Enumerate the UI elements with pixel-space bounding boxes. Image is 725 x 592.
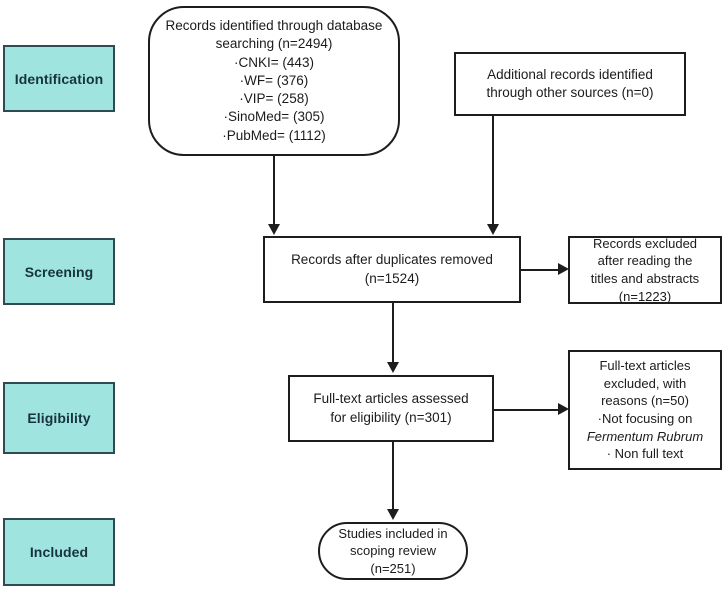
arrowhead-duplicates-to-fulltext xyxy=(387,362,399,373)
box-fulltext-assessed: Full-text articles assessed for eligibil… xyxy=(288,375,494,442)
arrowhead-database-to-duplicates xyxy=(268,224,280,235)
box-additional-records: Additional records identified through ot… xyxy=(454,52,686,116)
stage-label-screening: Screening xyxy=(3,238,115,305)
records-excluded-line1: Records excluded xyxy=(592,235,698,251)
database-records-line1: Records identified through database xyxy=(165,18,383,34)
connector-fulltext-to-included xyxy=(392,442,394,510)
database-records-wf: ·WF= (376) xyxy=(239,72,309,88)
additional-records-line2: through other sources (n=0) xyxy=(486,85,654,100)
box-fulltext-excluded: Full-text articles excluded, with reason… xyxy=(568,350,722,470)
connector-additional-to-duplicates xyxy=(492,116,494,226)
box-database-records: Records identified through database sear… xyxy=(148,6,400,156)
database-records-cnki: ·CNKI= (443) xyxy=(234,54,314,70)
stage-label-included-text: Included xyxy=(29,544,89,560)
stage-label-identification-text: Identification xyxy=(14,70,104,87)
arrowhead-fulltext-to-included xyxy=(387,509,399,520)
fulltext-excluded-line1: Full-text articles xyxy=(599,358,691,374)
additional-records-line1: Additional records identified xyxy=(487,66,653,82)
stage-label-eligibility-text: Eligibility xyxy=(27,410,91,426)
fulltext-excluded-reason2: · Non full text xyxy=(606,446,684,462)
fulltext-excluded-line3: reasons (n=50) xyxy=(601,393,689,409)
database-records-line2: searching (n=2494) xyxy=(215,36,333,52)
duplicates-removed-line2: (n=1524) xyxy=(364,270,420,286)
stage-label-screening-text: Screening xyxy=(24,263,94,280)
connector-duplicates-to-excluded xyxy=(521,269,561,271)
database-records-vip: ·VIP= (258) xyxy=(239,91,309,107)
fulltext-assessed-line2: for eligibility (n=301) xyxy=(330,409,452,425)
duplicates-removed-line1: Records after duplicates removed xyxy=(291,252,493,268)
studies-included-line2: scoping review xyxy=(350,543,436,559)
records-excluded-line3: titles and abstracts xyxy=(590,271,700,286)
studies-included-line1: Studies included in xyxy=(338,525,448,541)
studies-included-line3: (n=251) xyxy=(370,560,416,576)
fulltext-excluded-species-name: Fermentum Rubrum xyxy=(586,428,704,444)
database-records-pubmed: ·PubMed= (1112) xyxy=(222,127,326,143)
arrowhead-duplicates-to-excluded xyxy=(558,263,569,275)
fulltext-assessed-line1: Full-text articles assessed xyxy=(313,391,469,407)
box-duplicates-removed: Records after duplicates removed (n=1524… xyxy=(263,236,521,303)
box-records-excluded: Records excluded after reading the title… xyxy=(568,236,722,304)
connector-fulltext-to-excluded xyxy=(494,409,561,411)
connector-duplicates-to-fulltext xyxy=(392,303,394,363)
arrowhead-additional-to-duplicates xyxy=(487,224,499,235)
fulltext-excluded-reason1: ·Not focusing on xyxy=(597,411,693,426)
stage-label-included: Included xyxy=(3,518,115,586)
box-studies-included: Studies included in scoping review (n=25… xyxy=(318,522,468,580)
records-excluded-line2: after reading the xyxy=(597,253,693,269)
fulltext-excluded-line2: excluded, with xyxy=(603,375,687,391)
records-excluded-line4: (n=1223) xyxy=(618,288,672,304)
stage-label-identification: Identification xyxy=(3,45,115,112)
connector-database-to-duplicates xyxy=(273,156,275,226)
database-records-sinomed: ·SinoMed= (305) xyxy=(223,109,325,125)
arrowhead-fulltext-to-excluded xyxy=(558,403,569,415)
stage-label-eligibility: Eligibility xyxy=(3,382,115,454)
